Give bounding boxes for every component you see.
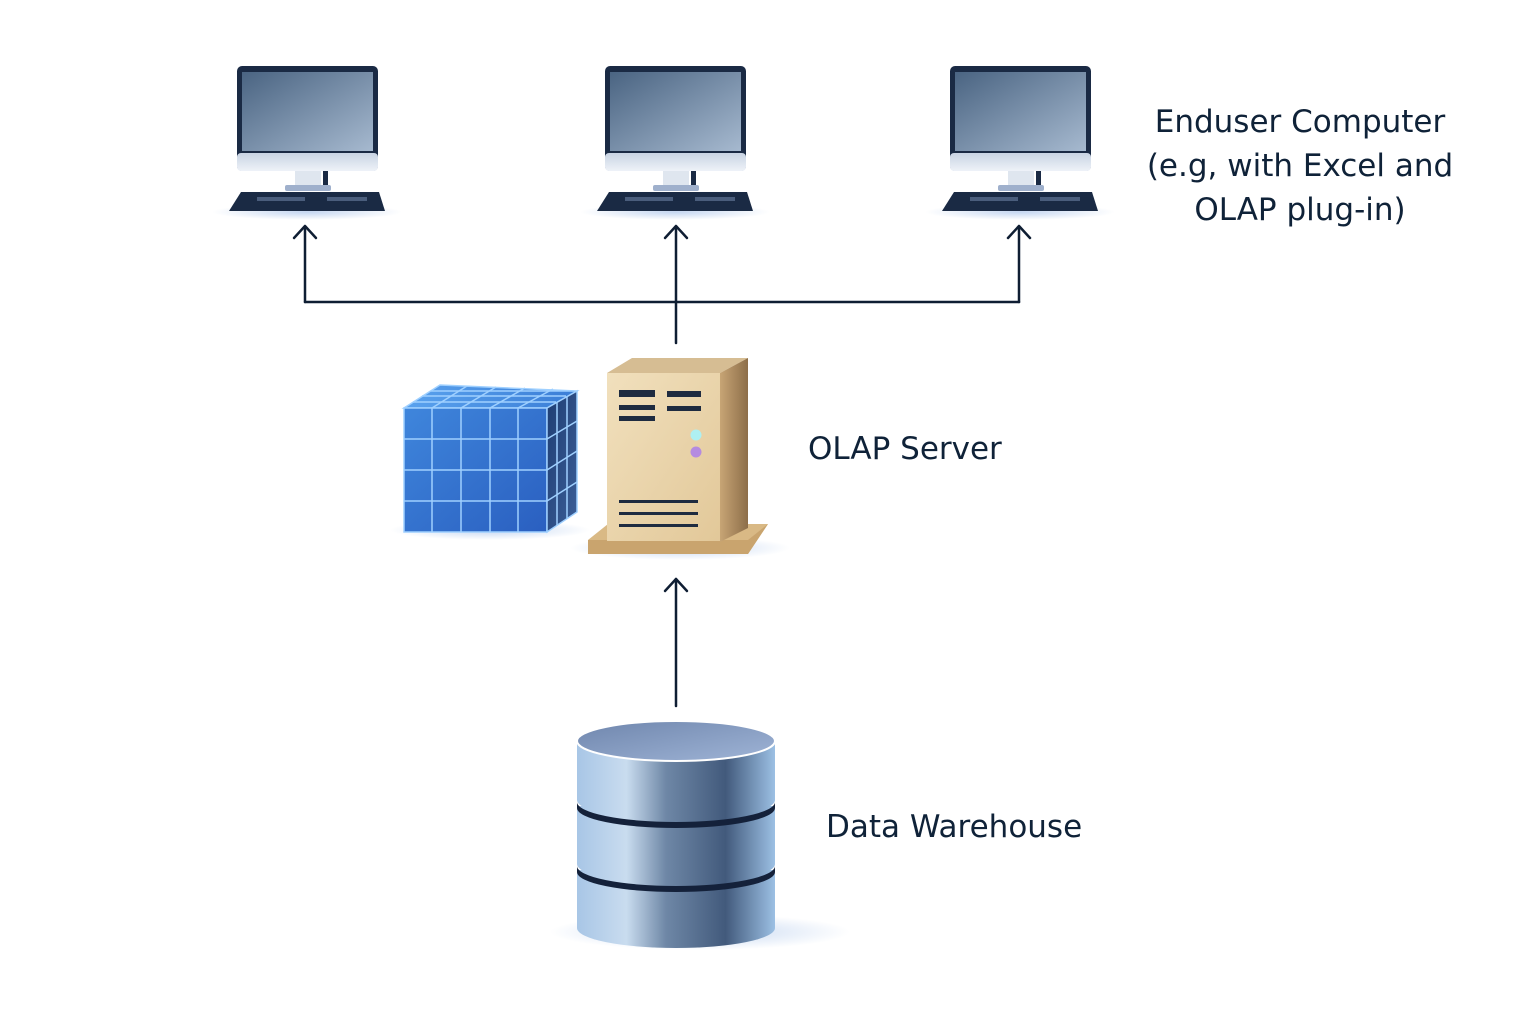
database-layer-3: [577, 870, 775, 948]
data-warehouse-icon: [550, 720, 850, 950]
server-top: [607, 358, 748, 373]
connector-warehouse-to-olap: [663, 577, 689, 708]
monitor-screen: [955, 72, 1086, 151]
keyboard-icon: [229, 192, 385, 211]
monitor-stand: [295, 171, 321, 187]
server-front: [607, 373, 720, 541]
database-top: [576, 720, 776, 762]
arrowhead-icon: [663, 577, 689, 593]
arrowhead-icon: [1006, 224, 1032, 240]
cube-side-face: [546, 389, 578, 534]
monitor-bezel: [237, 153, 378, 171]
olap-server-label: OLAP Server: [808, 431, 1002, 467]
arrowhead-icon: [663, 224, 689, 240]
connector-olap-to-computers: [292, 224, 1032, 345]
enduser-label-line-3: OLAP plug-in): [1194, 192, 1406, 228]
data-warehouse-label: Data Warehouse: [826, 809, 1083, 845]
enduser-label-line-2: (e.g, with Excel and: [1146, 148, 1454, 184]
server-side: [720, 358, 748, 542]
power-led-icon: [690, 429, 702, 441]
enduser-computer-label: Enduser Computer (e.g, with Excel and OL…: [1125, 100, 1475, 232]
monitor-screen: [242, 72, 373, 151]
enduser-computer-3: [925, 66, 1115, 220]
monitor-screen: [610, 72, 741, 151]
enduser-computer-2: [580, 66, 770, 220]
activity-led-icon: [690, 446, 702, 458]
keyboard-icon: [942, 192, 1098, 211]
arrowhead-icon: [292, 224, 318, 240]
enduser-label-line-1: Enduser Computer: [1154, 104, 1446, 140]
server-tower-icon: [570, 358, 790, 560]
database-layer-1: [577, 741, 775, 820]
keyboard-icon: [597, 192, 753, 211]
database-layer-2: [577, 806, 775, 884]
enduser-computer-1: [212, 66, 402, 220]
olap-cube-icon: [390, 384, 590, 540]
